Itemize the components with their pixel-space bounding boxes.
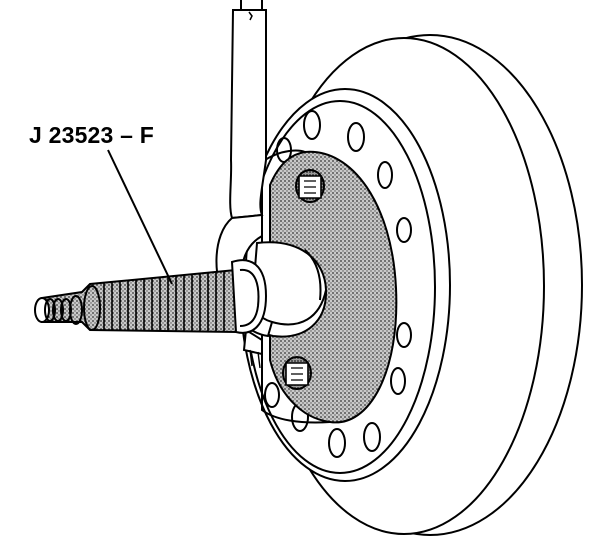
tool-callout-label: J 23523 – F xyxy=(29,122,154,148)
puller-plate xyxy=(261,149,398,424)
puller-bolt-lower xyxy=(282,356,312,390)
callout-leader xyxy=(107,149,173,285)
forcing-screw xyxy=(34,259,268,334)
puller-bolt-upper xyxy=(295,169,325,203)
